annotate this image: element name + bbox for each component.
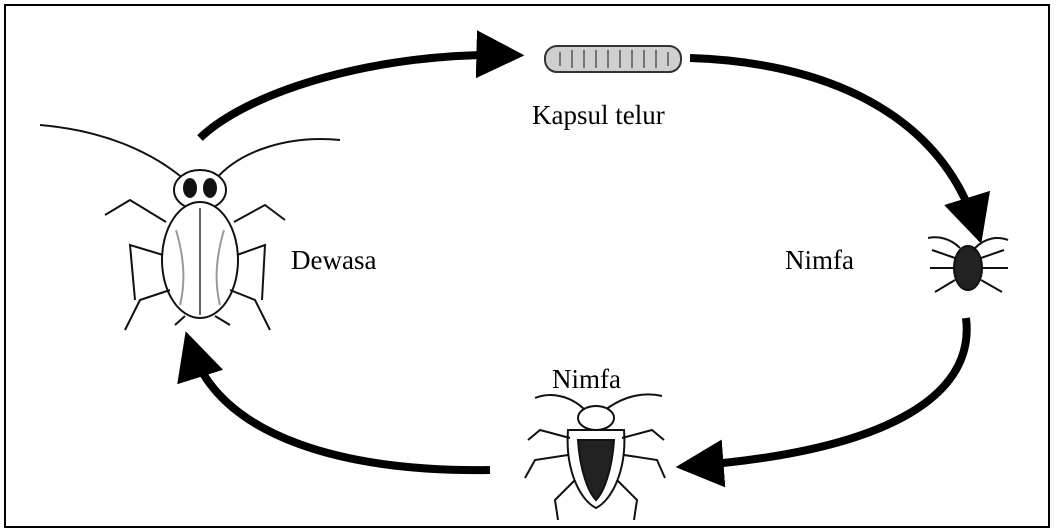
arrow-nymph-to-large-nymph	[690, 318, 967, 466]
arrow-egg-to-nymph	[690, 58, 977, 230]
label-nymph-small: Nimfa	[785, 247, 854, 274]
arrow-adult-to-egg	[200, 55, 510, 138]
large-nymph-cockroach-icon	[525, 394, 665, 520]
arrow-large-nymph-to-adult	[190, 345, 490, 470]
small-nymph-cockroach-icon	[928, 237, 1008, 292]
label-adult: Dewasa	[291, 247, 376, 274]
label-nymph-large: Nimfa	[552, 366, 621, 393]
label-egg-capsule: Kapsul telur	[532, 102, 665, 129]
egg-capsule-icon	[545, 46, 681, 72]
adult-cockroach-icon	[40, 125, 340, 330]
